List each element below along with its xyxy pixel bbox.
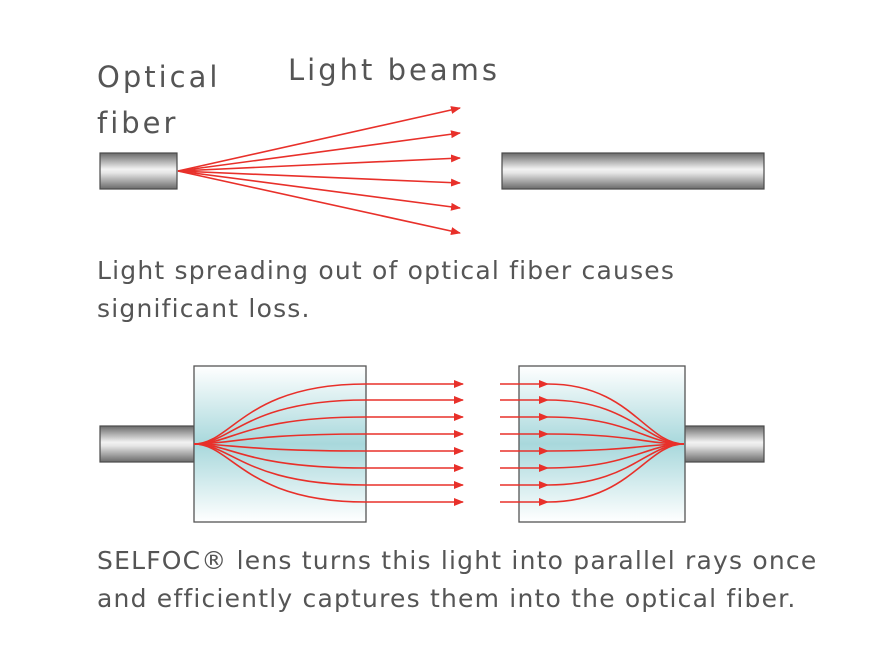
selfoc-lens-left bbox=[193, 365, 367, 523]
spreading-loss-caption-line-2: significant loss. bbox=[97, 294, 311, 323]
parallel-light-rays bbox=[193, 380, 685, 506]
spreading-light-beams bbox=[177, 106, 461, 235]
diverging-beam bbox=[177, 170, 461, 187]
selfoc-caption: SELFOC® lens turns this light into paral… bbox=[97, 542, 817, 618]
diverging-beam bbox=[177, 106, 461, 172]
optical-fiber-label-line-2: fiber bbox=[97, 106, 179, 140]
source-fiber-bottom bbox=[99, 425, 195, 463]
target-fiber-bottom bbox=[683, 425, 765, 463]
spreading-loss-caption-line-1: Light spreading out of optical fiber cau… bbox=[97, 256, 676, 285]
source-fiber-top bbox=[99, 152, 178, 190]
optical-fiber-label-line-1: Optical bbox=[97, 60, 221, 94]
diverging-beam bbox=[177, 130, 461, 172]
spreading-loss-caption: Light spreading out of optical fiber cau… bbox=[97, 252, 675, 328]
diverging-beam bbox=[177, 170, 461, 235]
light-beams-label: Light beams bbox=[288, 53, 500, 87]
target-fiber-top bbox=[501, 152, 765, 190]
lens-ray-left bbox=[193, 443, 367, 503]
diverging-beam bbox=[177, 154, 461, 172]
optical-fiber-label: Optical fiber bbox=[97, 54, 220, 146]
lens-ray-right bbox=[547, 443, 685, 503]
selfoc-lens-right bbox=[518, 365, 686, 523]
selfoc-caption-line-1: SELFOC® lens turns this light into paral… bbox=[97, 546, 818, 575]
diverging-beam bbox=[177, 170, 461, 211]
selfoc-caption-line-2: and efficiently captures them into the o… bbox=[97, 584, 797, 613]
